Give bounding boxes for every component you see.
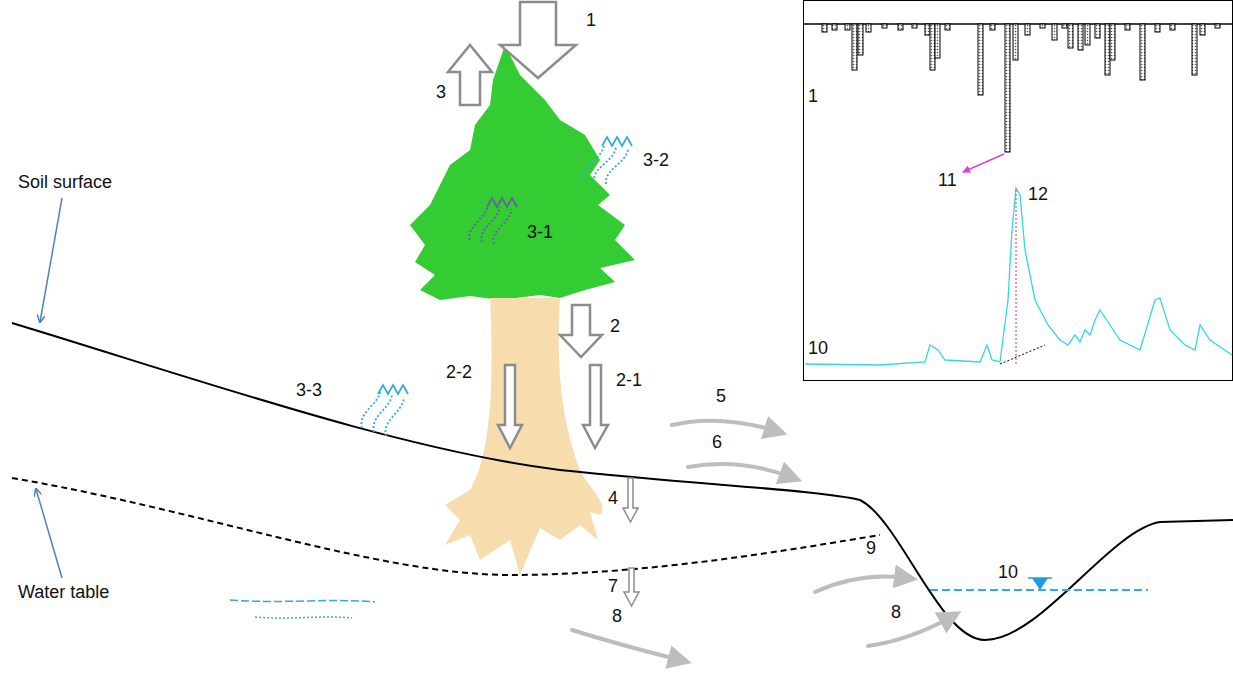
groundwater-mark — [255, 617, 352, 618]
flux-arrow — [448, 45, 492, 105]
callout-number: 2-2 — [446, 362, 472, 383]
vapor-line — [469, 205, 488, 240]
vapor-line — [493, 209, 512, 244]
water-level-symbol — [1028, 577, 1052, 579]
vapor-line — [606, 149, 628, 184]
vapor-zigzag — [378, 385, 408, 394]
callout-number: 8 — [612, 606, 622, 627]
vapor-line — [594, 147, 616, 182]
callout-number: 8 — [891, 602, 901, 623]
callout-number: 6 — [712, 432, 722, 453]
leader-arrow — [963, 154, 1004, 172]
callout-number: 3-1 — [527, 222, 553, 243]
callout-number: 9 — [866, 538, 876, 559]
tree-canopy — [410, 45, 635, 300]
flow-arrow — [672, 421, 776, 431]
callout-number: 3-2 — [643, 150, 669, 171]
flow-arrow — [688, 464, 791, 477]
vapor-line — [481, 207, 500, 242]
layer-label: Water table — [18, 582, 109, 603]
rainfall-bars — [822, 24, 1220, 152]
callout-number: 3-3 — [296, 380, 322, 401]
flux-arrow — [500, 2, 576, 78]
peak-marker — [1016, 190, 1017, 364]
flux-arrow — [560, 305, 602, 357]
vapor-zigzag — [487, 198, 517, 207]
callout-number: 2 — [610, 316, 620, 337]
water-level-line — [930, 589, 1148, 591]
callout-number: 3 — [436, 82, 446, 103]
callout-number: 10 — [808, 338, 828, 359]
inset-frame — [804, 1, 1233, 381]
vapor-line — [385, 398, 404, 436]
flow-arrow — [572, 630, 680, 660]
baseflow-separation — [1000, 345, 1045, 364]
flux-arrow — [498, 365, 522, 448]
vapor-line — [373, 395, 392, 432]
callout-number: 10 — [998, 562, 1018, 583]
callout-number: 1 — [808, 86, 818, 107]
groundwater-mark — [230, 600, 375, 602]
soil-surface-line — [12, 323, 1233, 640]
flow-arrow — [868, 617, 951, 646]
callout-number: 12 — [1028, 184, 1048, 205]
vapor-line — [361, 392, 380, 428]
vapor-zigzag — [602, 137, 632, 146]
callout-number: 1 — [586, 10, 596, 31]
flux-arrow — [623, 478, 638, 522]
hydrograph-line — [805, 188, 1232, 365]
callout-number: 5 — [716, 386, 726, 407]
leader-arrow — [40, 198, 62, 322]
tree-trunk — [445, 298, 603, 575]
callout-number: 4 — [608, 488, 618, 509]
flux-arrow — [624, 568, 639, 606]
flow-arrow — [815, 577, 906, 592]
callout-number: 7 — [608, 576, 618, 597]
vapor-line — [582, 145, 604, 180]
layer-label: Soil surface — [18, 172, 112, 193]
water-table-line — [12, 478, 880, 575]
water-level-symbol — [1032, 578, 1048, 590]
leader-arrow — [36, 489, 62, 578]
callout-number: 11 — [938, 170, 957, 191]
flux-arrow — [583, 365, 608, 448]
callout-number: 2-1 — [616, 370, 642, 391]
